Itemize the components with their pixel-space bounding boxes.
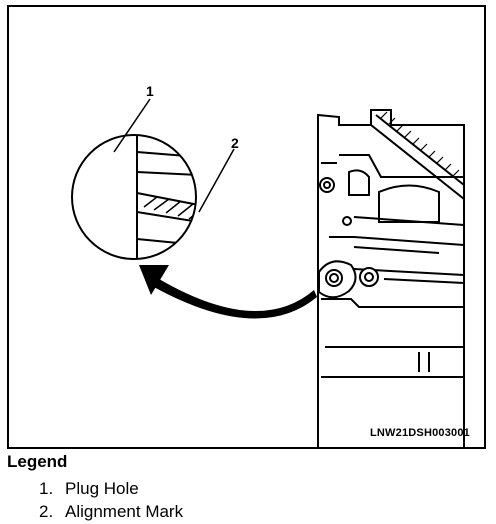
legend-item-number: 1. [39, 479, 54, 498]
legend-item-label: Plug Hole [65, 479, 139, 498]
legend-title: Legend [7, 452, 68, 471]
magnified-detail [71, 134, 197, 260]
legend-item-plug-hole: 1. Plug Hole [39, 477, 183, 500]
callout-1: 1 [146, 83, 154, 99]
legend-item-alignment-mark: 2. Alignment Mark [39, 500, 183, 523]
engine-drawing: 1 2 [71, 83, 465, 447]
engine-bolts [319, 177, 352, 226]
plug-hole-boss [318, 260, 379, 299]
engine-hatching [380, 111, 460, 177]
diagram-frame: 1 2 LNW21DSH003001 [7, 5, 486, 449]
legend-list: 1. Plug Hole 2. Alignment Mark [39, 477, 183, 523]
callout-2: 2 [231, 135, 239, 151]
curved-arrow [139, 265, 317, 319]
legend-item-label: Alignment Mark [65, 502, 184, 521]
legend-item-number: 2. [39, 502, 54, 521]
callout-leaders [113, 98, 235, 213]
figure-id: LNW21DSH003001 [369, 427, 470, 439]
